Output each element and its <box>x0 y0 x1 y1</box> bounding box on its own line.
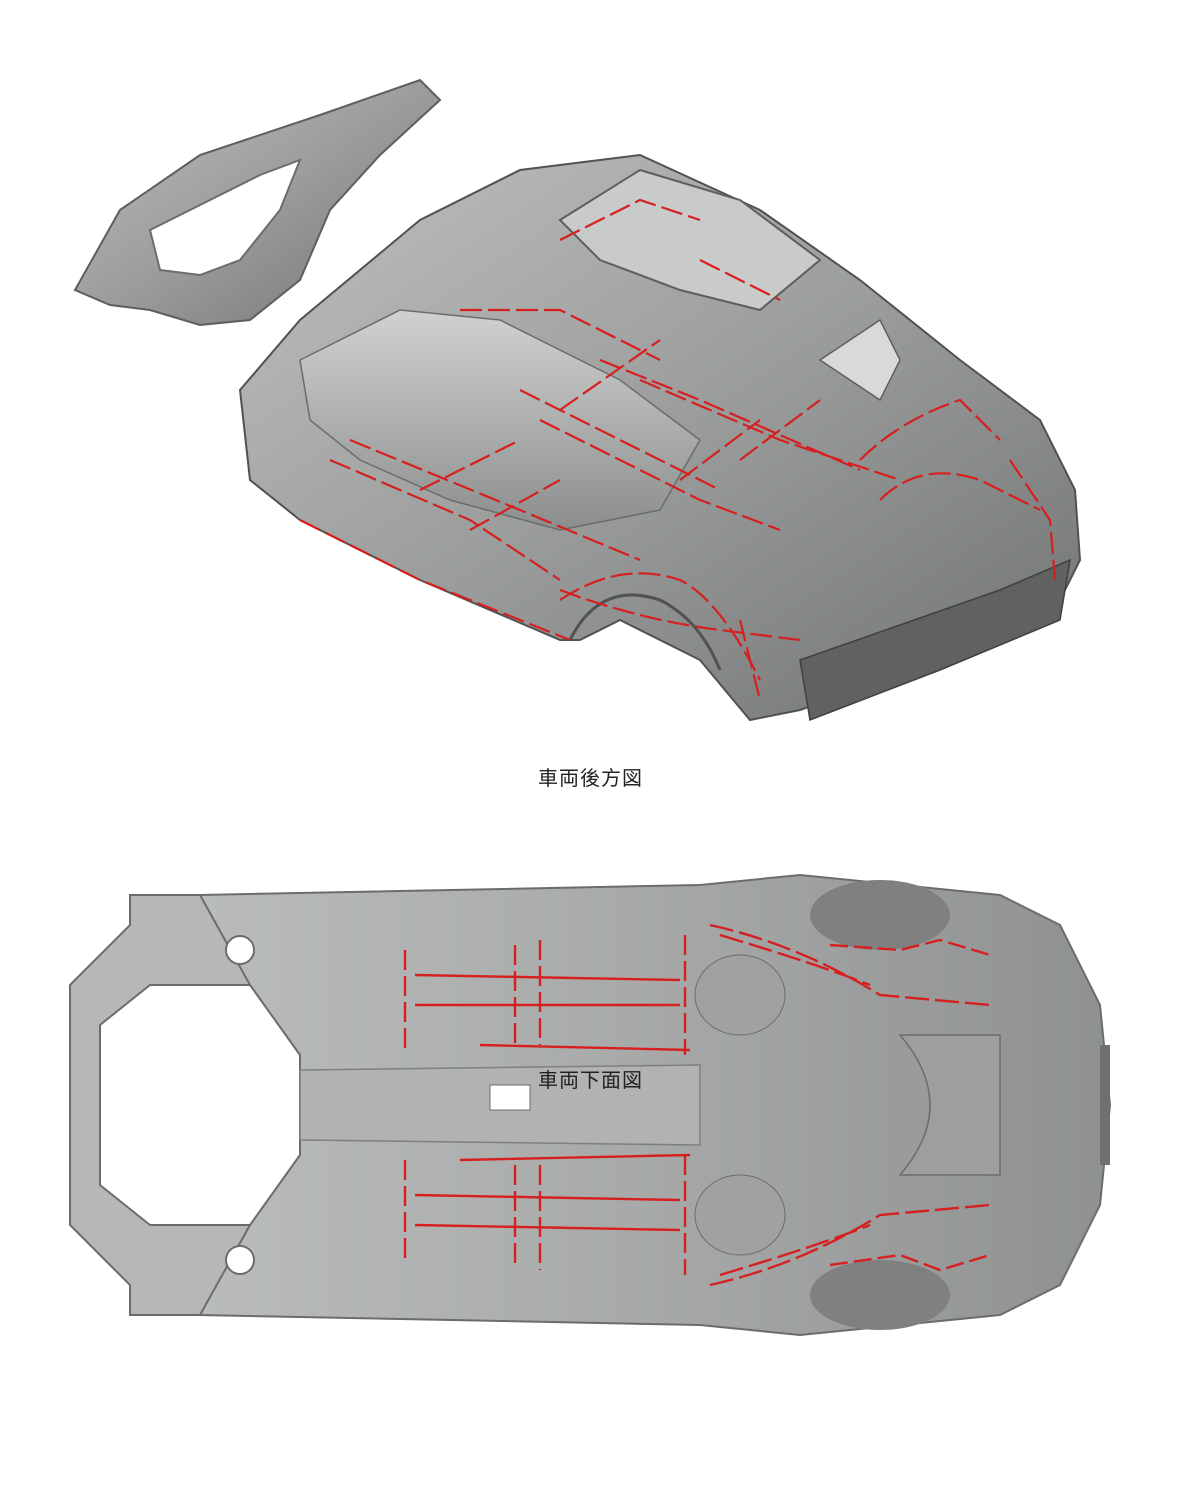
body-shell <box>73 78 1082 722</box>
weld-lines-rear <box>299 198 1057 701</box>
underside-view-illustration <box>69 873 1112 1337</box>
rear-view-illustration <box>73 78 1082 722</box>
rear-view-figure <box>0 60 1181 730</box>
underside-view-caption: 車両下面図 <box>538 1068 643 1092</box>
weld-lines-underside <box>403 923 991 1287</box>
rear-view-caption: 車両後方図 <box>538 766 643 790</box>
underbody-shell <box>69 873 1112 1337</box>
